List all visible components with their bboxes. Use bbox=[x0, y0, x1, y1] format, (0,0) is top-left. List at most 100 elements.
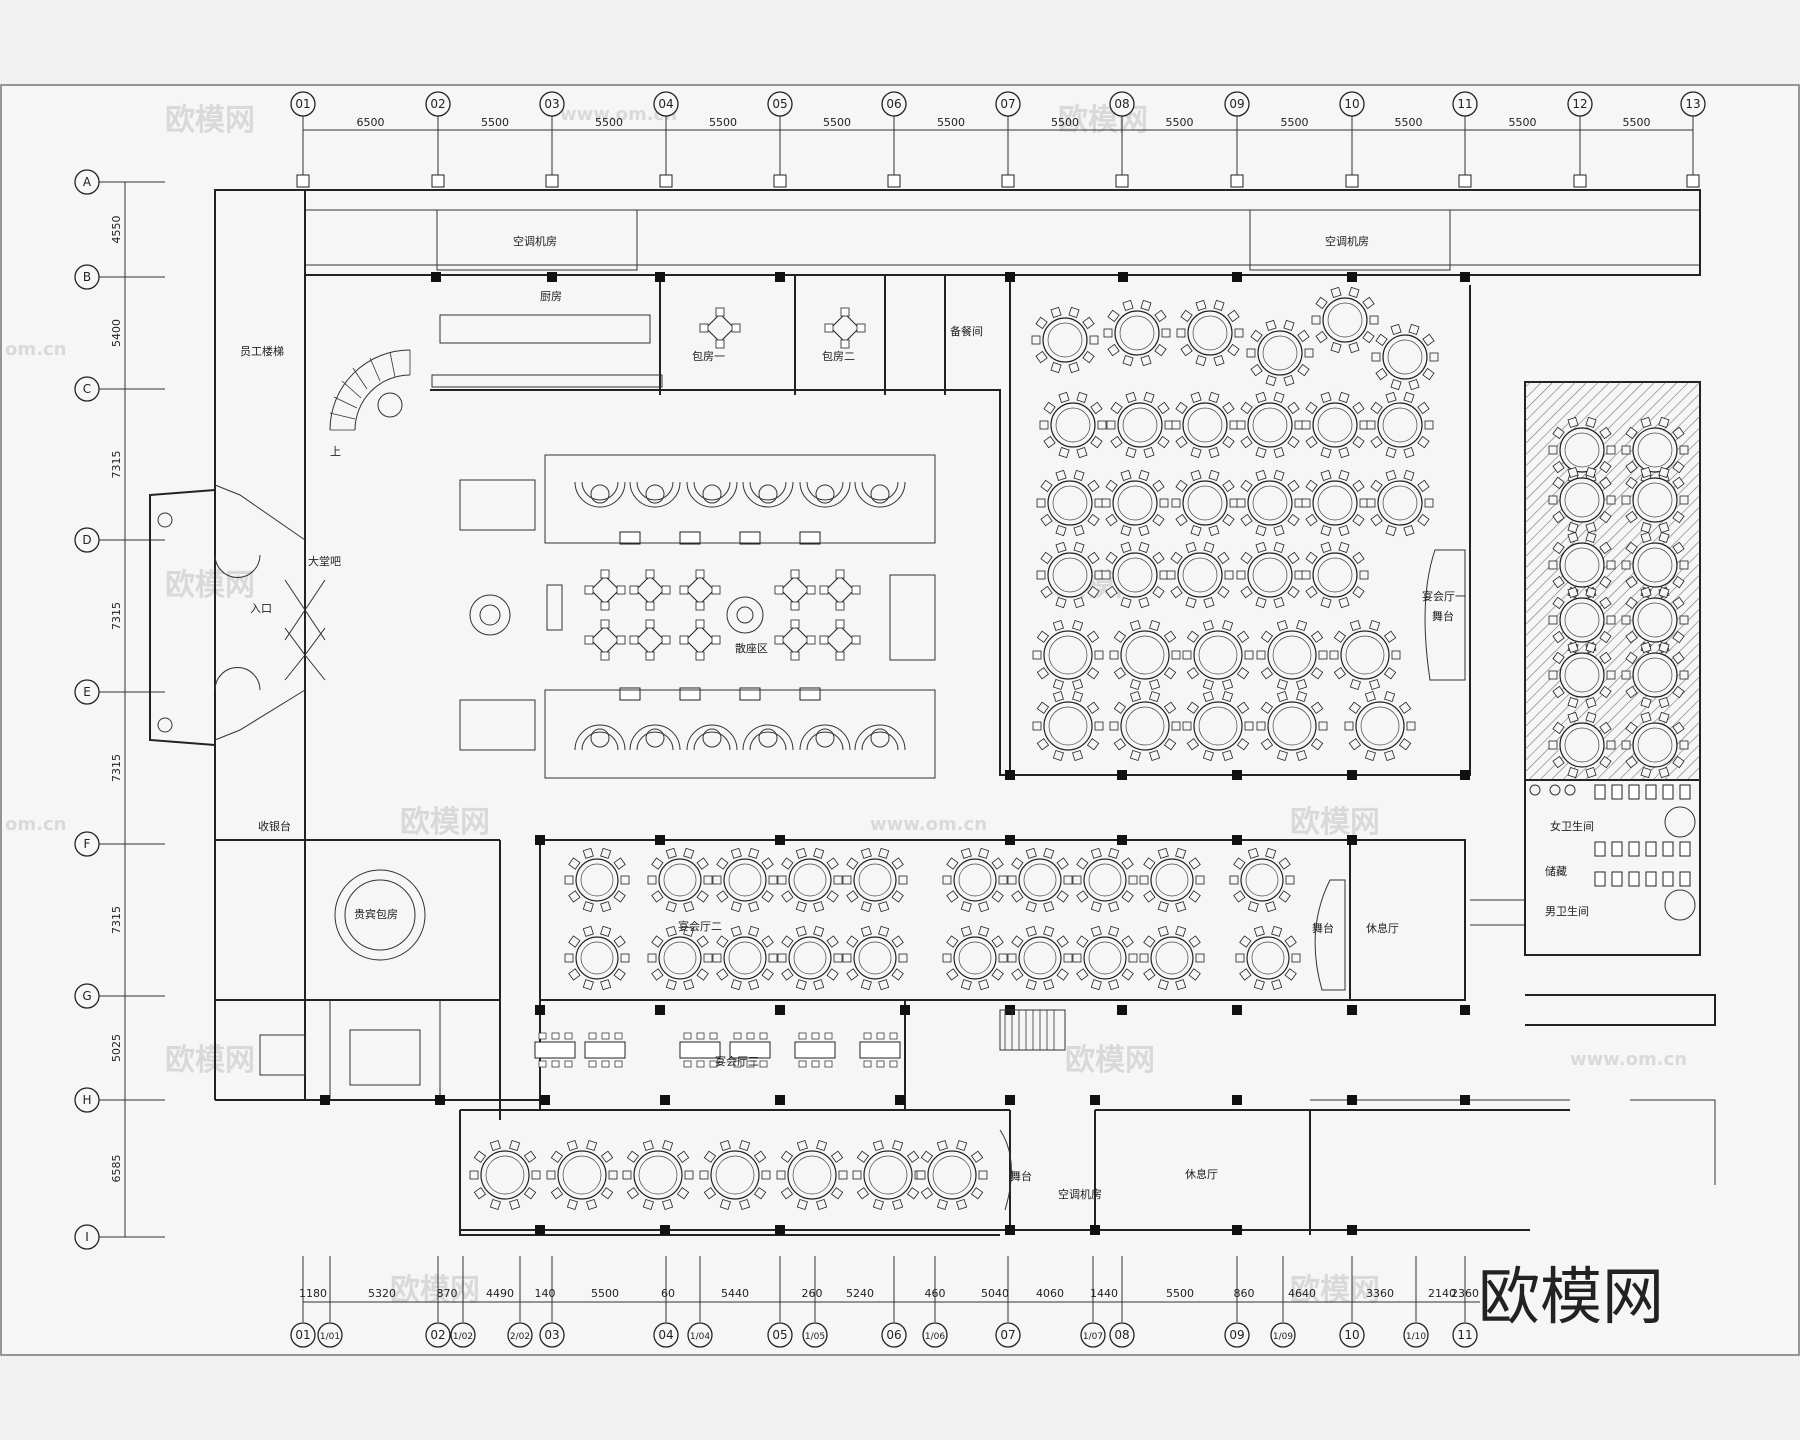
grid-axis-bubble bbox=[74, 679, 100, 705]
room-label-ac-room: 空调机房 bbox=[513, 234, 557, 248]
round-table bbox=[1548, 466, 1616, 534]
booth-seat bbox=[629, 724, 681, 751]
column-marker bbox=[545, 174, 559, 188]
dimension-label: 4060 bbox=[1036, 1287, 1064, 1300]
dimension-label: 5500 bbox=[1395, 116, 1423, 129]
square-table bbox=[629, 619, 671, 661]
round-table bbox=[1548, 711, 1616, 779]
toilet bbox=[1679, 784, 1691, 800]
room-label-staff-stair: 员工楼梯 bbox=[240, 344, 284, 358]
structural-column bbox=[1232, 1005, 1242, 1015]
round-table bbox=[842, 847, 908, 913]
dimension-label: 5500 bbox=[591, 1287, 619, 1300]
round-table bbox=[1171, 469, 1239, 537]
structural-column bbox=[775, 1005, 785, 1015]
toilet bbox=[1645, 841, 1657, 857]
toilet bbox=[1611, 841, 1623, 857]
grid-axis-label: 1/04 bbox=[690, 1332, 710, 1342]
toilet bbox=[1594, 784, 1606, 800]
square-table bbox=[819, 619, 861, 661]
long-table bbox=[679, 1032, 721, 1068]
grid-axis-bubble bbox=[687, 1322, 713, 1348]
dimension-label: 140 bbox=[535, 1287, 556, 1300]
grid-axis-label: 1/05 bbox=[805, 1332, 825, 1342]
booth-seat bbox=[854, 481, 906, 508]
round-table bbox=[1256, 690, 1328, 762]
room-label-private-room-1: 包房一 bbox=[692, 350, 725, 363]
booth-seat bbox=[574, 481, 626, 508]
grid-axis-label: 11 bbox=[1457, 97, 1472, 111]
round-table bbox=[1032, 690, 1104, 762]
structural-column bbox=[540, 1095, 550, 1105]
dimension-label: 870 bbox=[437, 1287, 458, 1300]
column-marker bbox=[887, 174, 901, 188]
watermark-text: 欧模网 bbox=[165, 103, 255, 138]
watermark-text: 欧模网 bbox=[1065, 1043, 1155, 1078]
column-marker bbox=[773, 174, 787, 188]
furniture-layer bbox=[320, 272, 1696, 1235]
structural-column bbox=[1005, 1225, 1015, 1235]
watermark-url: om.cn bbox=[5, 814, 66, 835]
grid-axis-bubble bbox=[1452, 91, 1478, 117]
round-table bbox=[1036, 469, 1104, 537]
dimension-label: 5400 bbox=[110, 319, 123, 347]
sink bbox=[1529, 784, 1541, 796]
column-marker bbox=[431, 174, 445, 188]
grid-axis-label: A bbox=[83, 175, 92, 189]
grid-axis-label: 1/10 bbox=[1406, 1332, 1426, 1342]
watermark-url: www.om.cn bbox=[870, 814, 987, 835]
round-table bbox=[1229, 847, 1295, 913]
structural-column bbox=[1117, 835, 1127, 845]
structural-column bbox=[1232, 1095, 1242, 1105]
grid-axis-label: 03 bbox=[544, 97, 559, 111]
dimension-label: 7315 bbox=[110, 906, 123, 934]
structural-column bbox=[1460, 1095, 1470, 1105]
grid-axis-label: 07 bbox=[1000, 97, 1015, 111]
room-label-ac-room: 空调机房 bbox=[1325, 234, 1369, 248]
round-table bbox=[777, 925, 843, 991]
toilet bbox=[1645, 784, 1657, 800]
structural-column bbox=[1117, 1005, 1127, 1015]
round-table bbox=[1621, 641, 1689, 709]
dimension-label: 4640 bbox=[1288, 1287, 1316, 1300]
round-table bbox=[777, 847, 843, 913]
round-table bbox=[564, 847, 630, 913]
structural-column bbox=[1347, 272, 1357, 282]
grid-axis-label: 1/01 bbox=[320, 1332, 340, 1342]
dimension-label: 7315 bbox=[110, 754, 123, 782]
grid-axis-bubble bbox=[1403, 1322, 1429, 1348]
toilet bbox=[1679, 841, 1691, 857]
structural-column bbox=[1460, 770, 1470, 780]
square-table bbox=[584, 619, 626, 661]
grid-axis-bubble bbox=[425, 91, 451, 117]
grid-axis-bubble bbox=[290, 91, 316, 117]
round-table bbox=[1344, 690, 1416, 762]
grid-axis-bubble bbox=[507, 1322, 533, 1348]
round-table bbox=[1329, 619, 1401, 691]
round-table bbox=[1548, 641, 1616, 709]
round-table bbox=[1236, 469, 1304, 537]
long-table bbox=[794, 1032, 836, 1068]
round-table bbox=[1166, 541, 1234, 609]
round-table bbox=[1621, 416, 1689, 484]
booth-seat bbox=[686, 481, 738, 508]
static-details bbox=[157, 209, 1466, 1211]
dimension-label: 860 bbox=[1234, 1287, 1255, 1300]
grid-axis-label: 08 bbox=[1114, 97, 1129, 111]
square-table bbox=[819, 569, 861, 611]
round-table bbox=[1109, 690, 1181, 762]
watermark-text: 欧模网 bbox=[165, 568, 255, 603]
round-table bbox=[1621, 711, 1689, 779]
grid-axis-label: 10 bbox=[1344, 1328, 1359, 1342]
dimension-label: 5500 bbox=[1166, 1287, 1194, 1300]
grid-axis-bubble bbox=[425, 1322, 451, 1348]
grid-axis-bubble bbox=[74, 169, 100, 195]
room-label-lounge: 休息厅 bbox=[1366, 921, 1399, 935]
structural-column bbox=[775, 1095, 785, 1105]
dimension-label: 5500 bbox=[481, 116, 509, 129]
fixture-circle bbox=[1664, 806, 1696, 838]
round-table bbox=[1311, 286, 1379, 354]
small-table bbox=[679, 531, 701, 545]
structural-column bbox=[655, 272, 665, 282]
